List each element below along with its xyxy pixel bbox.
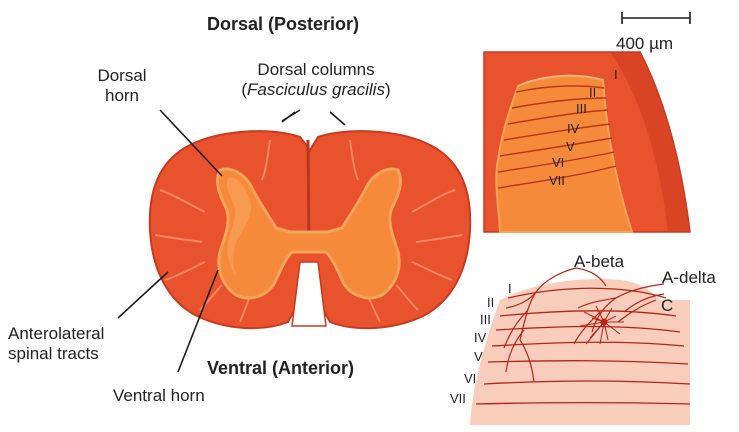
anterolateral-label-line2: spinal tracts bbox=[8, 344, 104, 364]
dorsal-horn-label: Dorsal horn bbox=[92, 66, 152, 106]
lower-lamina-I: I bbox=[508, 282, 512, 296]
c-fiber-label: C bbox=[661, 296, 673, 316]
upper-lamina-VI: VI bbox=[552, 156, 564, 170]
dorsal-horn-inset bbox=[484, 52, 690, 232]
fiber-termination-inset bbox=[470, 268, 690, 425]
upper-lamina-V: V bbox=[566, 140, 575, 154]
scale-bar bbox=[622, 12, 690, 24]
dorsal-horn-label-line2: horn bbox=[92, 86, 152, 106]
lower-lamina-VII: VII bbox=[450, 392, 466, 406]
upper-lamina-VII: VII bbox=[549, 174, 565, 188]
lower-lamina-IV: IV bbox=[474, 331, 486, 345]
ventral-anterior-title: Ventral (Anterior) bbox=[207, 358, 354, 378]
lower-lamina-III: III bbox=[480, 313, 491, 327]
lower-lamina-VI: VI bbox=[464, 372, 476, 386]
upper-lamina-II: II bbox=[589, 86, 596, 100]
dorsal-columns-label-line1: Dorsal columns bbox=[226, 60, 406, 80]
a-beta-label: A-beta bbox=[574, 252, 624, 272]
anterolateral-tracts-label: Anterolateral spinal tracts bbox=[8, 324, 104, 364]
spinal-cord-cross-section bbox=[150, 131, 470, 328]
lower-lamina-II: II bbox=[487, 296, 494, 310]
dorsal-columns-label-line2: (Fasciculus gracilis) bbox=[226, 80, 406, 100]
paren-close: ) bbox=[385, 80, 391, 99]
dorsal-columns-label: Dorsal columns (Fasciculus gracilis) bbox=[226, 60, 406, 100]
lower-lamina-V: V bbox=[474, 350, 483, 364]
a-delta-label: A-delta bbox=[662, 268, 716, 288]
ventral-horn-label: Ventral horn bbox=[113, 386, 205, 406]
scale-bar-label: 400 µm bbox=[616, 34, 673, 54]
anterolateral-label-line1: Anterolateral bbox=[8, 324, 104, 344]
dorsal-horn-label-line1: Dorsal bbox=[92, 66, 152, 86]
upper-lamina-III: III bbox=[576, 102, 587, 116]
upper-lamina-I: I bbox=[614, 68, 618, 82]
upper-lamina-IV: IV bbox=[567, 122, 579, 136]
fasciculus-gracilis-italic: Fasciculus gracilis bbox=[247, 80, 385, 99]
dorsal-posterior-title: Dorsal (Posterior) bbox=[207, 14, 359, 34]
